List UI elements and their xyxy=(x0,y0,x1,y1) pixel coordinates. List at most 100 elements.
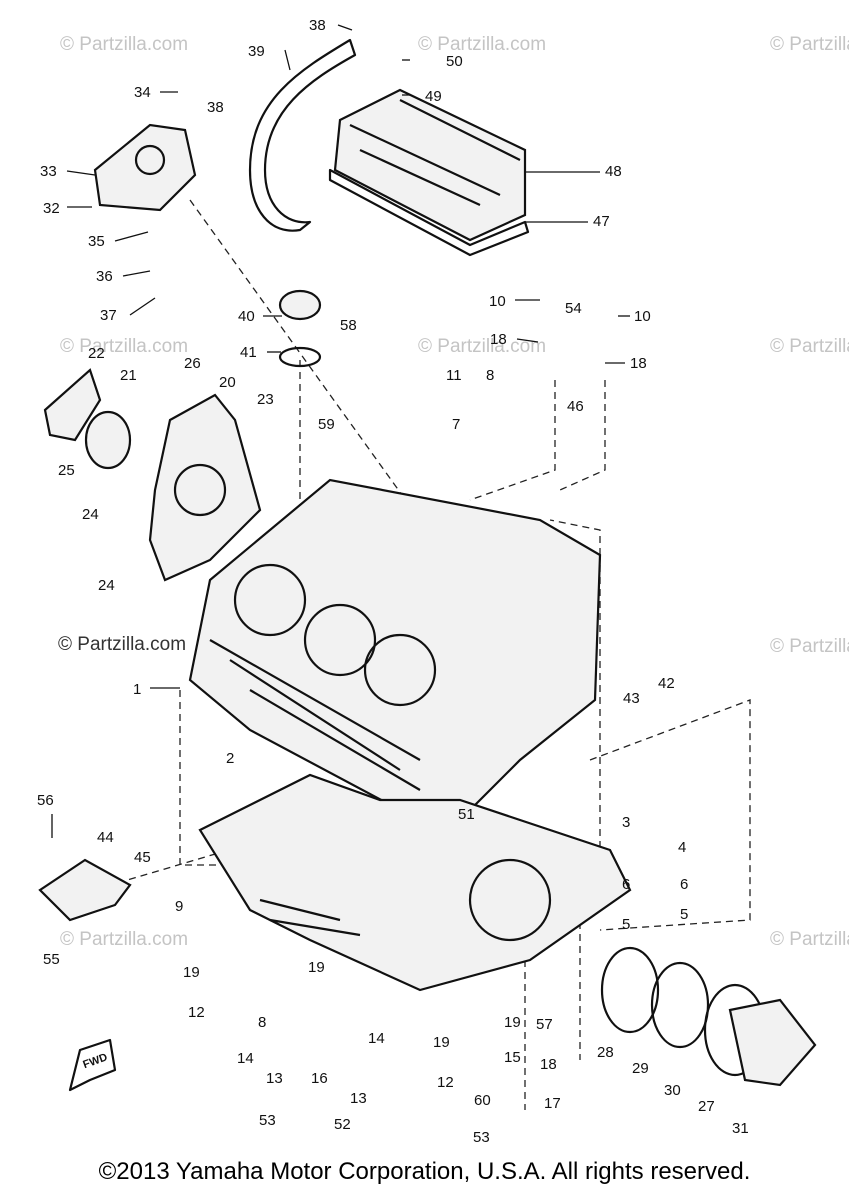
watermark: © Partzilla.com xyxy=(770,636,849,657)
callout-23: 23 xyxy=(257,391,274,408)
crankcase-exploded-diagram: © Partzilla.com © Partzilla.com © Partzi… xyxy=(37,17,849,1146)
callout-18: 18 xyxy=(540,1056,557,1073)
callout-54: 54 xyxy=(565,300,582,317)
callout-16: 16 xyxy=(311,1070,328,1087)
watermark: © Partzilla.com xyxy=(770,929,849,950)
callout-6: 6 xyxy=(680,876,688,893)
engine-bracket xyxy=(148,393,262,582)
callout-38: 38 xyxy=(309,17,326,34)
callout-40: 40 xyxy=(238,308,255,325)
callout-7: 7 xyxy=(452,416,460,433)
callout-50: 50 xyxy=(446,53,463,70)
watermark: © Partzilla.com xyxy=(58,634,186,655)
breather-hose xyxy=(248,38,357,232)
callout-57: 57 xyxy=(536,1016,553,1033)
callout-18: 18 xyxy=(630,355,647,372)
callout-45: 45 xyxy=(134,849,151,866)
washer xyxy=(650,961,710,1049)
oil-seal xyxy=(84,410,132,470)
callout-24: 24 xyxy=(98,577,115,594)
watermark: © Partzilla.com xyxy=(60,336,188,357)
callout-28: 28 xyxy=(597,1044,614,1061)
callout-33: 33 xyxy=(40,163,57,180)
oil-pump-cover xyxy=(93,123,197,212)
case-cover xyxy=(728,998,817,1087)
callout-43: 43 xyxy=(623,690,640,707)
callout-53: 53 xyxy=(473,1129,490,1146)
upper-crankcase xyxy=(188,478,602,842)
callout-20: 20 xyxy=(219,374,236,391)
fwd-label: FWD xyxy=(81,1051,109,1071)
callout-34: 34 xyxy=(134,84,151,101)
callout-27: 27 xyxy=(698,1098,715,1115)
callout-55: 55 xyxy=(43,951,60,968)
callout-10: 10 xyxy=(489,293,506,310)
callout-4: 4 xyxy=(678,839,686,856)
callout-24: 24 xyxy=(82,506,99,523)
callout-3: 3 xyxy=(622,814,630,831)
breather-cover xyxy=(333,88,527,242)
callout-56: 56 xyxy=(37,792,54,809)
callout-60: 60 xyxy=(474,1092,491,1109)
callout-5: 5 xyxy=(680,906,688,923)
callout-44: 44 xyxy=(97,829,114,846)
callout-52: 52 xyxy=(334,1116,351,1133)
callout-51: 51 xyxy=(458,806,475,823)
callout-15: 15 xyxy=(504,1049,521,1066)
callout-10: 10 xyxy=(634,308,651,325)
callout-31: 31 xyxy=(732,1120,749,1137)
callout-9: 9 xyxy=(175,898,183,915)
callout-47: 47 xyxy=(593,213,610,230)
callout-8: 8 xyxy=(486,367,494,384)
callout-30: 30 xyxy=(664,1082,681,1099)
callout-11: 11 xyxy=(446,367,462,384)
callout-38: 38 xyxy=(207,99,224,116)
callout-19: 19 xyxy=(433,1034,450,1051)
seal-cover xyxy=(43,368,102,442)
breather-cover-gasket xyxy=(328,168,530,257)
callout-41: 41 xyxy=(240,344,257,361)
callout-39: 39 xyxy=(248,43,265,60)
callout-21: 21 xyxy=(120,367,137,384)
callout-14: 14 xyxy=(237,1050,254,1067)
callout-53: 53 xyxy=(259,1112,276,1129)
watermark: © Partzilla.com xyxy=(770,336,849,357)
callout-36: 36 xyxy=(96,268,113,285)
callout-19: 19 xyxy=(504,1014,521,1031)
callout-48: 48 xyxy=(605,163,622,180)
callout-19: 19 xyxy=(308,959,325,976)
callout-5: 5 xyxy=(622,916,630,933)
callouts: 38 39 50 34 38 49 33 48 32 47 35 36 10 3… xyxy=(37,17,749,1146)
o-ring xyxy=(278,346,322,368)
callout-59: 59 xyxy=(318,416,335,433)
watermark: © Partzilla.com xyxy=(418,34,546,55)
callout-8: 8 xyxy=(258,1014,266,1031)
callout-37: 37 xyxy=(100,307,117,324)
callout-19: 19 xyxy=(183,964,200,981)
forward-arrow-icon xyxy=(68,1038,117,1092)
callout-17: 17 xyxy=(544,1095,561,1112)
callout-2: 2 xyxy=(226,750,234,767)
watermark: © Partzilla.com xyxy=(418,336,546,357)
callout-29: 29 xyxy=(632,1060,649,1077)
callout-13: 13 xyxy=(350,1090,367,1107)
callout-35: 35 xyxy=(88,233,105,250)
watermark: © Partzilla.com xyxy=(60,34,188,55)
callout-58: 58 xyxy=(340,317,357,334)
oil-filler-cap xyxy=(278,289,322,321)
callout-12: 12 xyxy=(437,1074,454,1091)
callout-25: 25 xyxy=(58,462,75,479)
callout-26: 26 xyxy=(184,355,201,372)
callout-49: 49 xyxy=(425,88,442,105)
callout-6: 6 xyxy=(622,876,630,893)
callout-18: 18 xyxy=(490,331,507,348)
cover-plate xyxy=(38,858,132,922)
callout-13: 13 xyxy=(266,1070,283,1087)
watermark: © Partzilla.com xyxy=(60,929,188,950)
callout-32: 32 xyxy=(43,200,60,217)
callout-42: 42 xyxy=(658,675,675,692)
circlip xyxy=(600,946,660,1034)
lower-crankcase xyxy=(198,773,632,992)
callout-1: 1 xyxy=(133,681,141,698)
